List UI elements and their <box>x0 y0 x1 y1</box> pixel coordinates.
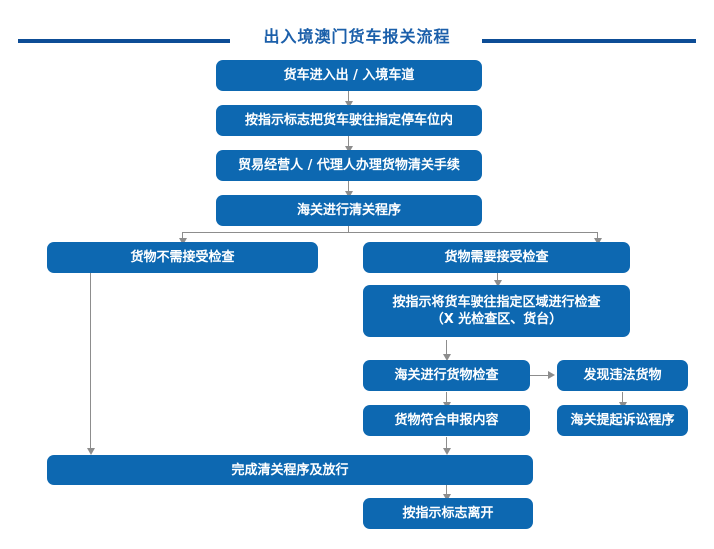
node-illegal-goods-found[interactable]: 发现违法货物 <box>557 360 688 391</box>
connector-split-bus <box>182 232 597 233</box>
node-clearance-complete-release[interactable]: 完成清关程序及放行 <box>47 455 533 485</box>
connector-n10-n12 <box>446 437 447 452</box>
connector-n4-split <box>348 225 349 233</box>
connector-n8-n9 <box>530 375 550 376</box>
node-goods-no-inspection[interactable]: 货物不需接受检查 <box>47 242 318 273</box>
page-title: 出入境澳门货车报关流程 <box>263 27 451 46</box>
node-customs-inspect-goods[interactable]: 海关进行货物检查 <box>363 360 530 391</box>
chart-header: 出入境澳门货车报关流程 <box>0 12 714 46</box>
arrowhead-n3-n4 <box>345 191 353 198</box>
arrowhead-n7-n8 <box>443 354 451 361</box>
arrowhead-n4-n5 <box>179 238 187 245</box>
node-drive-to-inspection-area[interactable]: 按指示将货车驶往指定区域进行检查 （X 光检查区、货台） <box>363 285 630 337</box>
node-drive-to-parking[interactable]: 按指示标志把货车驶往指定停车位内 <box>216 105 482 136</box>
connector-n5-n12 <box>90 272 91 452</box>
connector-n6-n7 <box>497 272 498 282</box>
arrowhead-n10-n12 <box>443 448 451 455</box>
arrowhead-n4-n6 <box>594 238 602 245</box>
node-leave-per-signs[interactable]: 按指示标志离开 <box>363 498 533 529</box>
connector-n8-n10 <box>446 392 447 404</box>
node-truck-enters-lane[interactable]: 货车进入出 / 入境车道 <box>216 60 482 91</box>
connector-split-left <box>182 232 183 240</box>
node-trader-agent-clearance[interactable]: 贸易经营人 / 代理人办理货物清关手续 <box>216 150 482 181</box>
node-customs-legal-proceedings[interactable]: 海关提起诉讼程序 <box>557 405 688 436</box>
arrowhead-n12-n13 <box>443 494 451 501</box>
connector-n7-n8 <box>446 340 447 358</box>
arrowhead-n6-n7 <box>494 280 502 287</box>
node-customs-clearance-procedure[interactable]: 海关进行清关程序 <box>216 195 482 226</box>
connector-n12-n13 <box>446 484 447 496</box>
arrowhead-n2-n3 <box>345 146 353 153</box>
title-rule-right <box>482 39 696 43</box>
connector-n2-n3 <box>348 135 349 148</box>
arrowhead-n5-n12 <box>87 448 95 455</box>
connector-n3-n4 <box>348 180 349 193</box>
connector-n9-n11 <box>622 392 623 404</box>
title-rule-left <box>18 39 230 43</box>
arrowhead-n8-n9 <box>548 371 555 379</box>
connector-split-right <box>597 232 598 240</box>
arrowhead-n1-n2 <box>345 101 353 108</box>
node-goods-match-declaration[interactable]: 货物符合申报内容 <box>363 405 530 436</box>
connector-n1-n2 <box>348 90 349 103</box>
node-goods-need-inspection[interactable]: 货物需要接受检查 <box>363 242 630 273</box>
